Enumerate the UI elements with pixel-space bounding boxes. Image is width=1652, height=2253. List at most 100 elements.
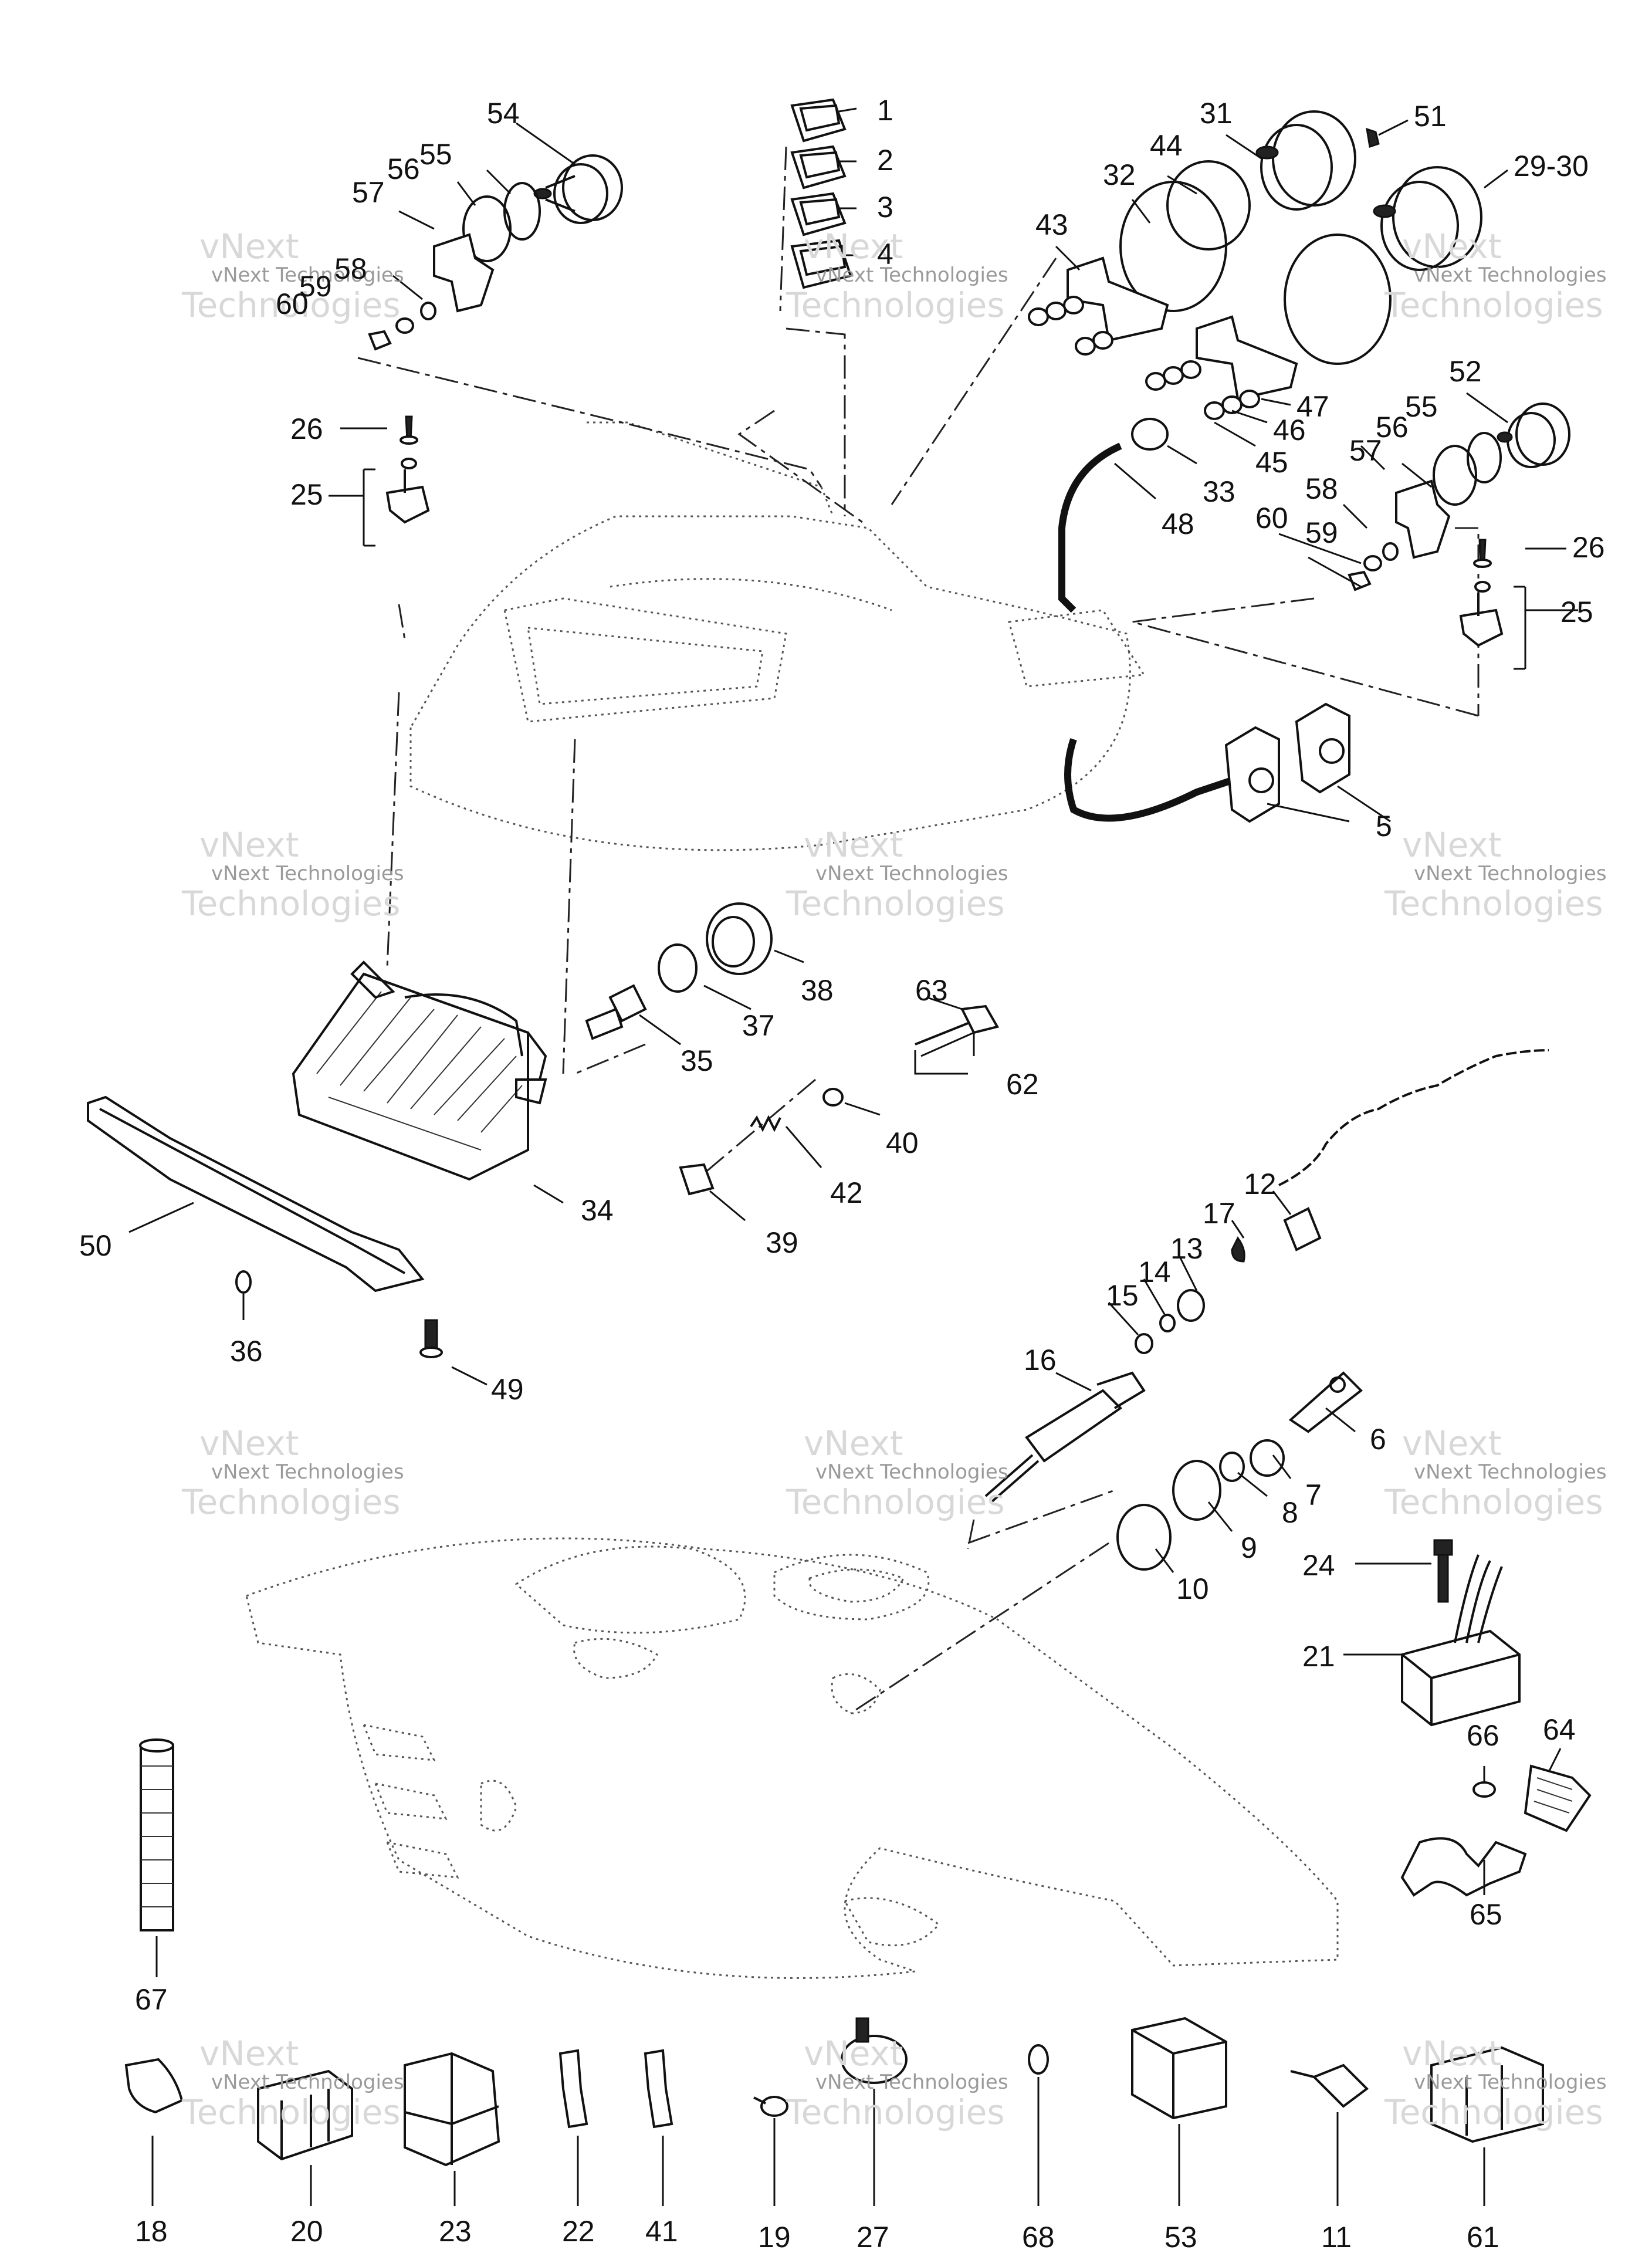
callout-7: 7 bbox=[1305, 1479, 1322, 1511]
callout-41: 41 bbox=[645, 2215, 678, 2248]
spring-14 bbox=[1159, 1314, 1176, 1332]
callout-60: 60 bbox=[276, 287, 309, 320]
oring-56b bbox=[1433, 445, 1477, 506]
lens-55 bbox=[503, 182, 541, 241]
callout-55: 55 bbox=[419, 138, 452, 171]
cable-48 bbox=[1058, 442, 1122, 613]
callout-53: 53 bbox=[1164, 2221, 1197, 2253]
callout-66: 66 bbox=[1467, 1719, 1499, 1752]
callout-65: 65 bbox=[1470, 1898, 1502, 1931]
callout-57-right: 57 bbox=[1349, 434, 1382, 467]
callout-48: 48 bbox=[1162, 508, 1194, 540]
svg-text:vNext: vNext bbox=[804, 1423, 903, 1463]
svg-text:vNext Technologies: vNext Technologies bbox=[211, 2071, 404, 2094]
svg-text:vNext Technologies: vNext Technologies bbox=[211, 263, 404, 287]
svg-text:vNext Technologies: vNext Technologies bbox=[815, 263, 1008, 287]
callout-39: 39 bbox=[766, 1226, 798, 1259]
switch-26-25-right bbox=[1459, 539, 1504, 647]
svg-text:vNext: vNext bbox=[804, 2034, 903, 2073]
callout-26-right: 26 bbox=[1572, 531, 1605, 564]
svg-text:vNext Technologies: vNext Technologies bbox=[1414, 862, 1607, 885]
callout-58: 58 bbox=[334, 252, 367, 285]
lower-hull-outline bbox=[245, 1537, 1339, 1979]
callout-56: 56 bbox=[387, 153, 420, 185]
ring-44 bbox=[1166, 160, 1251, 251]
callout-12: 12 bbox=[1244, 1168, 1277, 1200]
gauge-54 bbox=[533, 154, 623, 224]
callout-38: 38 bbox=[801, 974, 834, 1007]
lens-55b bbox=[1467, 432, 1502, 483]
cap-13 bbox=[1177, 1289, 1205, 1322]
callout-42: 42 bbox=[830, 1176, 863, 1209]
svg-text:Technologies: Technologies bbox=[786, 2092, 1005, 2132]
clamp-27 bbox=[841, 2017, 908, 2084]
clip-68 bbox=[1028, 2044, 1049, 2075]
upper-console-outline bbox=[409, 421, 1146, 851]
callout-15: 15 bbox=[1106, 1279, 1139, 1312]
svg-text:Technologies: Technologies bbox=[786, 285, 1005, 325]
leader-lines bbox=[128, 107, 1578, 2206]
svg-text:vNext: vNext bbox=[1402, 2034, 1501, 2073]
cable-48b bbox=[1064, 738, 1233, 822]
svg-text:vNext: vNext bbox=[1402, 825, 1501, 865]
callout-52: 52 bbox=[1449, 355, 1482, 388]
callout-60-right: 60 bbox=[1255, 502, 1288, 535]
spring-42 bbox=[750, 1115, 781, 1132]
svg-text:vNext Technologies: vNext Technologies bbox=[815, 2071, 1008, 2094]
watermark-bottom-center: vNext vNext Technologies Technologies bbox=[786, 2034, 1008, 2132]
callout-17: 17 bbox=[1203, 1197, 1235, 1230]
terminal-41 bbox=[644, 2049, 673, 2129]
ring-32b bbox=[1284, 234, 1392, 365]
svg-text:Technologies: Technologies bbox=[1384, 2092, 1603, 2132]
svg-text:vNext Technologies: vNext Technologies bbox=[211, 862, 404, 885]
callout-31: 31 bbox=[1200, 97, 1233, 130]
svg-text:Technologies: Technologies bbox=[181, 884, 401, 923]
watermark-mid-left: vNext vNext Technologies Technologies bbox=[181, 825, 404, 923]
callout-24: 24 bbox=[1302, 1549, 1335, 1582]
callout-1: 1 bbox=[877, 94, 893, 127]
svg-text:Technologies: Technologies bbox=[1384, 1482, 1603, 1522]
callout-20: 20 bbox=[290, 2215, 323, 2248]
callout-14: 14 bbox=[1138, 1256, 1171, 1288]
svg-text:Technologies: Technologies bbox=[181, 285, 401, 325]
callout-22: 22 bbox=[562, 2215, 595, 2248]
callout-4: 4 bbox=[877, 238, 893, 270]
svg-text:vNext: vNext bbox=[199, 825, 299, 865]
screw-51 bbox=[1366, 127, 1380, 148]
ring-37 bbox=[658, 943, 698, 993]
pad-64 bbox=[1524, 1764, 1592, 1832]
key-6 bbox=[1288, 1371, 1363, 1433]
clip-18 bbox=[124, 2058, 184, 2114]
callout-61: 61 bbox=[1467, 2221, 1499, 2253]
svg-text:vNext: vNext bbox=[804, 226, 903, 266]
switch-26-25-left bbox=[385, 415, 430, 524]
callout-54: 54 bbox=[487, 97, 520, 130]
headlight-34 bbox=[292, 960, 547, 1181]
svg-text:Technologies: Technologies bbox=[181, 1482, 401, 1522]
bracket-57b bbox=[1395, 479, 1451, 559]
nut-8 bbox=[1219, 1452, 1245, 1482]
svg-text:vNext Technologies: vNext Technologies bbox=[1414, 263, 1607, 287]
callout-59: 59 bbox=[299, 270, 332, 303]
svg-text:vNext Technologies: vNext Technologies bbox=[211, 1460, 404, 1484]
watermark-mid-right: vNext vNext Technologies Technologies bbox=[1384, 825, 1607, 923]
callout-46: 46 bbox=[1273, 414, 1306, 446]
svg-text:Technologies: Technologies bbox=[1384, 884, 1603, 923]
module-21 bbox=[1401, 1554, 1521, 1727]
callout-57: 57 bbox=[352, 176, 385, 209]
callout-10: 10 bbox=[1176, 1572, 1209, 1605]
washers-45-47 bbox=[1028, 296, 1260, 420]
callout-40: 40 bbox=[886, 1126, 919, 1159]
lanyard-coil bbox=[1278, 1049, 1549, 1186]
callout-19: 19 bbox=[758, 2221, 791, 2253]
callout-2: 2 bbox=[877, 144, 893, 177]
cap-7 bbox=[1250, 1439, 1285, 1477]
washer-59b bbox=[1363, 555, 1382, 571]
callout-25: 25 bbox=[290, 478, 323, 511]
clamps-5 bbox=[1224, 702, 1350, 823]
washer-66 bbox=[1472, 1781, 1496, 1798]
ring-32 bbox=[1119, 181, 1227, 312]
callout-5: 5 bbox=[1376, 810, 1392, 843]
callout-8: 8 bbox=[1282, 1496, 1298, 1529]
callout-33: 33 bbox=[1203, 475, 1235, 508]
